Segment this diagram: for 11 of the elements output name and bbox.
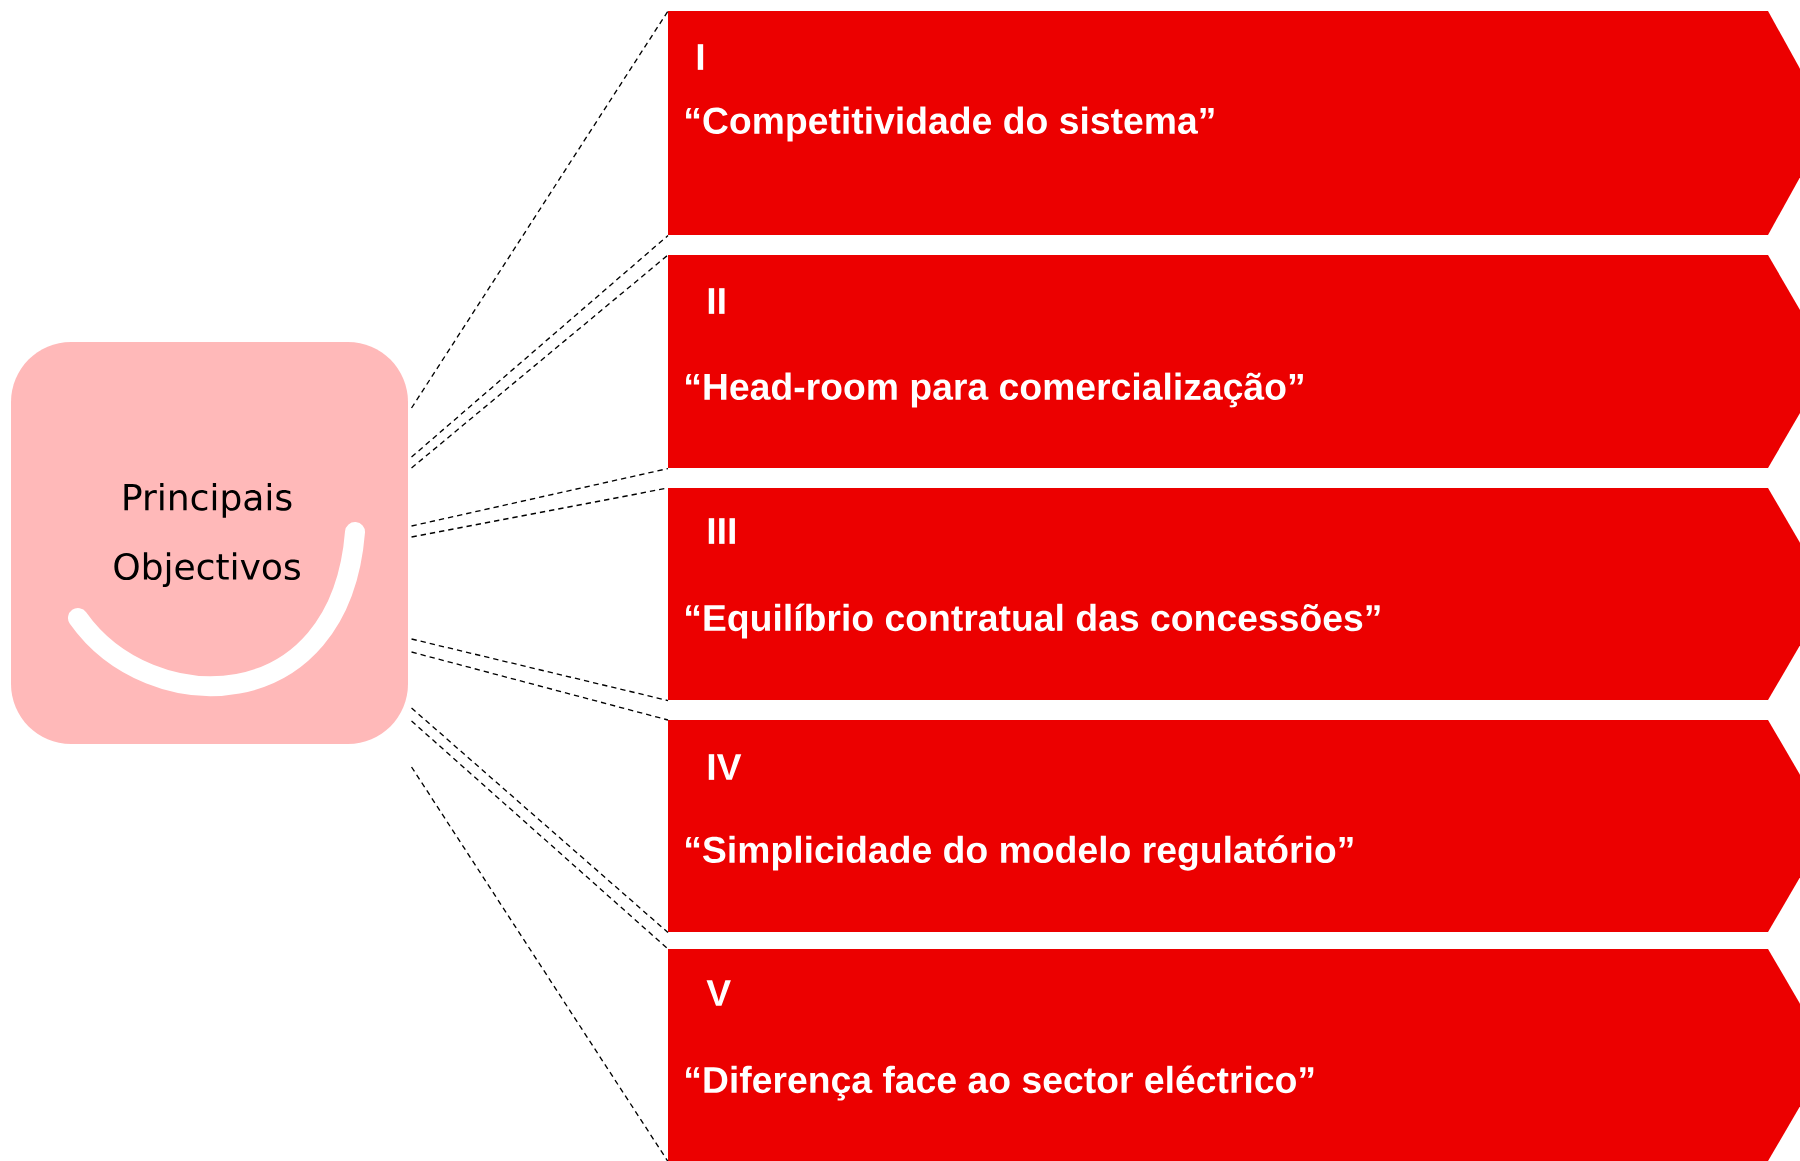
dashed-line [410, 766, 669, 1161]
chevron-band: III “Equilíbrio contratual das concessões” [668, 488, 1800, 700]
dashed-line [410, 651, 669, 721]
dashed-line [410, 638, 669, 702]
chevron-band: V “Diferença face ao sector eléctrico” [668, 949, 1800, 1161]
dashed-line [410, 10, 669, 409]
dashed-line [410, 467, 669, 527]
chevron-band: II “Head-room para comercialização” [668, 255, 1800, 468]
chevron-band: I “Competitividade do sistema” [668, 11, 1800, 235]
chevron-band: IV “Simplicidade do modelo regulatório” [668, 720, 1800, 932]
rounded-box: Principais Objectivos [11, 342, 408, 744]
